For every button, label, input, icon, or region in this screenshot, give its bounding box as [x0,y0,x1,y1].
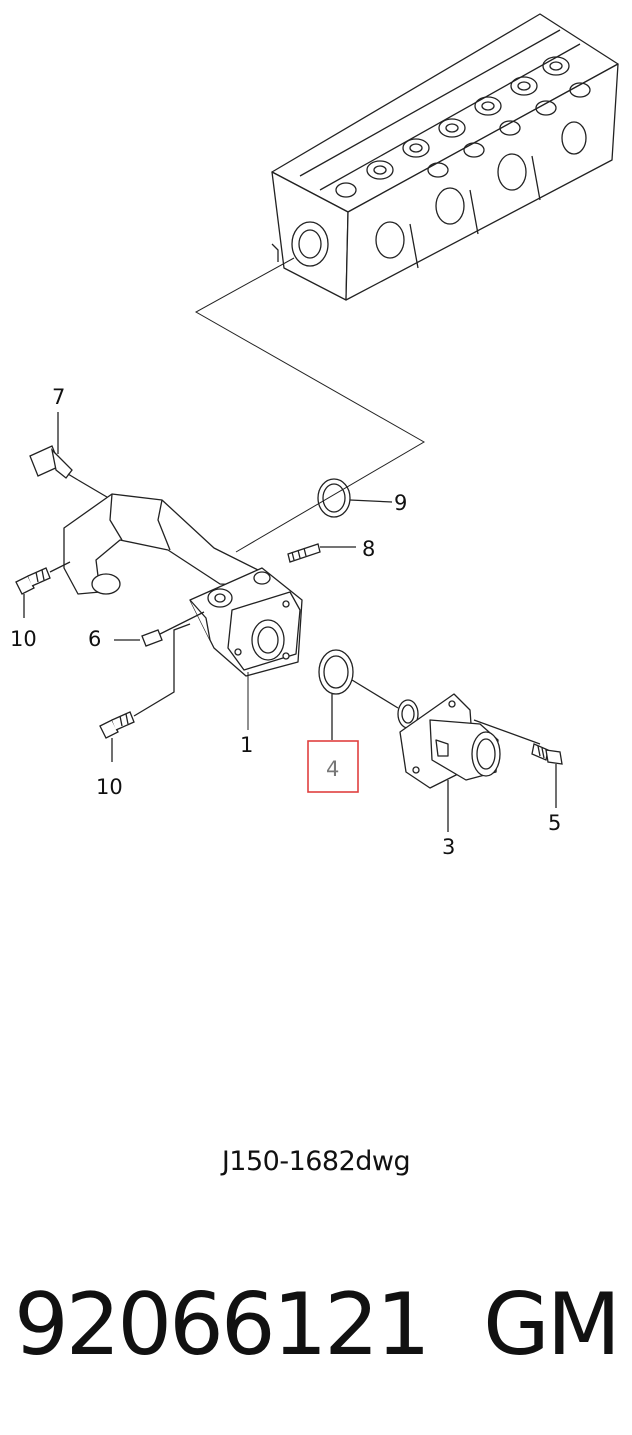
housing-part-1 [63,493,303,677]
gasket-part-4 [318,649,399,740]
callout-5: 5 [548,811,561,835]
stud-part-8 [287,543,356,563]
callout-1: 1 [240,733,253,757]
assembly-leader-lines [194,257,425,553]
cylinder-head [271,13,619,301]
callout-6: 6 [88,627,101,651]
manufacturer-name: GM [483,1275,621,1375]
bolt-part-5 [531,743,563,808]
callout-10-upper: 10 [10,627,37,651]
callout-8: 8 [362,537,375,561]
part-identification: 92066121 GM [14,1270,621,1380]
sensor-part-7 [29,412,113,501]
highlight-box-part-4 [307,740,359,793]
callout-9: 9 [394,491,407,515]
bolt-part-10-upper [15,561,71,618]
callout-7: 7 [52,385,65,409]
bolt-part-6 [114,611,205,647]
callout-4: 4 [326,757,339,781]
part-number: 92066121 [14,1275,431,1375]
bolt-part-10-lower [99,623,191,762]
drawing-name: J150-1682dwg [221,1146,411,1177]
gasket-part-9 [317,478,393,518]
callout-3: 3 [442,835,455,859]
callout-10-lower: 10 [96,775,123,799]
thermostat-part-3 [397,693,541,832]
exploded-parts-diagram: 7 9 8 10 6 1 10 5 3 4 [10,13,619,859]
